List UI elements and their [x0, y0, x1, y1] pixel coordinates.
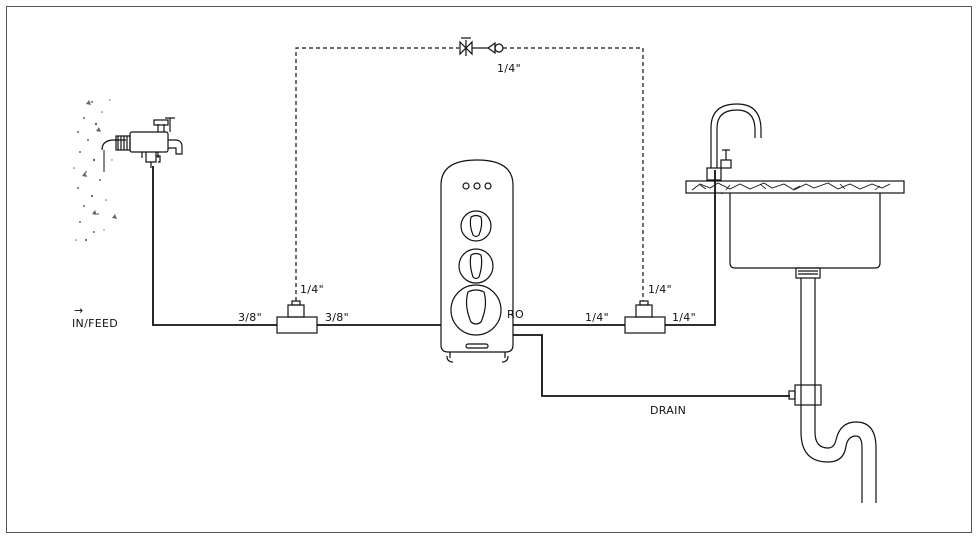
right-tee-outlet-size: 1/4": [672, 311, 696, 324]
in-feed-label: IN/FEED: [72, 317, 118, 330]
faucet-line: [665, 170, 716, 326]
right-tee-branch-size: 1/4": [648, 283, 672, 296]
angle-valve-icon: [101, 117, 183, 172]
left-tee-branch-size: 1/4": [300, 283, 324, 296]
feed-line: [152, 166, 277, 326]
ro-filter-unit-icon: [440, 159, 514, 363]
in-feed-arrow: →: [74, 304, 84, 317]
right-tee-fitting: [624, 300, 666, 334]
diagram-frame: [6, 6, 972, 533]
left-tee-outlet-size: 3/8": [325, 311, 349, 324]
bypass-valve-size: 1/4": [497, 62, 521, 75]
left-tee-inlet-size: 3/8": [238, 311, 262, 324]
left-tee-fitting: [276, 300, 318, 334]
drain-line: [513, 334, 790, 397]
bypass-line: [295, 47, 644, 301]
countertop: [685, 180, 905, 194]
drain-label: DRAIN: [650, 404, 686, 417]
check-valve-icon: [459, 37, 504, 56]
right-tee-inlet-size: 1/4": [585, 311, 609, 324]
wall-texture: [73, 99, 117, 242]
p-trap-icon: [788, 278, 877, 503]
faucet-icon: [706, 103, 762, 181]
ro-label: RO: [507, 308, 524, 321]
sink-icon: [721, 193, 881, 279]
